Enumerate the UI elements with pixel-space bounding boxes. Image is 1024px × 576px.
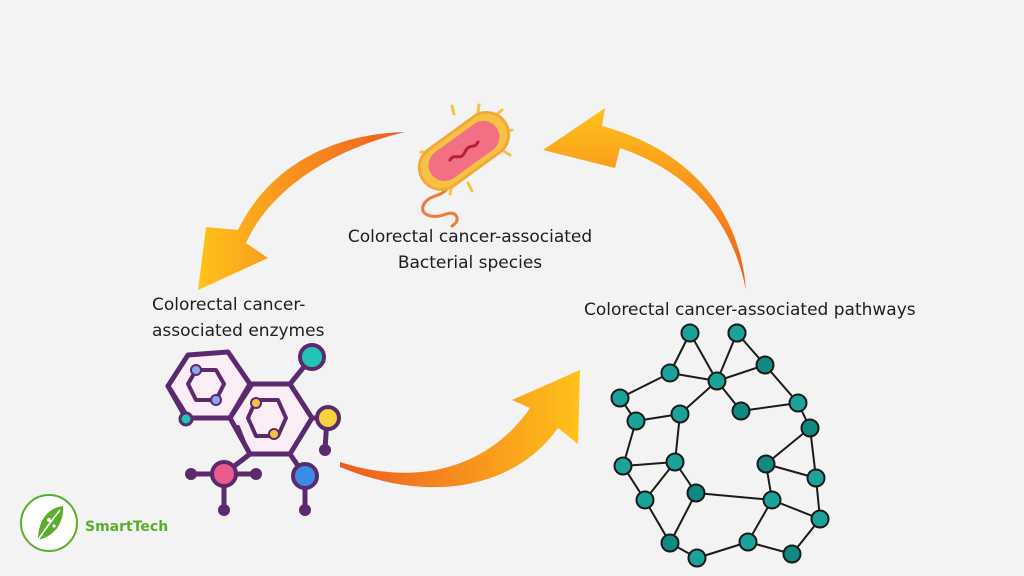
network-edge xyxy=(695,492,773,501)
network-node xyxy=(788,393,808,413)
network-node xyxy=(665,452,685,472)
molecule-atoms xyxy=(178,343,341,516)
bacteria-label-line1: Colorectal cancer-associated xyxy=(347,227,593,247)
enzymes-label: Colorectal cancer- associated enzymes xyxy=(152,292,352,344)
leaf-logo-icon xyxy=(20,494,78,552)
network-icon xyxy=(610,323,830,568)
network-node xyxy=(660,363,680,383)
bacterium-icon xyxy=(417,103,514,228)
network-node xyxy=(660,533,680,553)
network-node xyxy=(755,355,775,375)
network-node xyxy=(613,456,633,476)
bacteria-label: Colorectal cancer-associated Bacterial s… xyxy=(320,224,620,276)
network-node xyxy=(680,323,700,343)
pathways-label: Colorectal cancer-associated pathways xyxy=(584,300,916,320)
network-node xyxy=(756,454,776,474)
brand-name: SmartTech xyxy=(85,519,169,535)
network-node xyxy=(707,371,727,391)
network-node xyxy=(782,544,802,564)
enzymes-label-line2: associated enzymes xyxy=(152,321,325,341)
network-node xyxy=(670,404,690,424)
network-node xyxy=(806,468,826,488)
network-node xyxy=(800,418,820,438)
arrow-bacteria-to-enzymes xyxy=(198,132,405,290)
network-node xyxy=(762,490,782,510)
network-node xyxy=(686,483,706,503)
network-node xyxy=(610,388,630,408)
enzymes-label-line1: Colorectal cancer- xyxy=(152,295,306,315)
network-node xyxy=(810,509,830,529)
network-node xyxy=(727,323,747,343)
network-node xyxy=(635,490,655,510)
bacteria-label-line2: Bacterial species xyxy=(397,253,543,273)
arrow-enzymes-to-pathways xyxy=(340,370,580,488)
network-node xyxy=(738,532,758,552)
network-node xyxy=(626,411,646,431)
network-edge xyxy=(740,402,799,412)
network-node xyxy=(687,548,707,568)
arrow-pathways-to-bacteria xyxy=(543,108,746,290)
network-node xyxy=(731,401,751,421)
